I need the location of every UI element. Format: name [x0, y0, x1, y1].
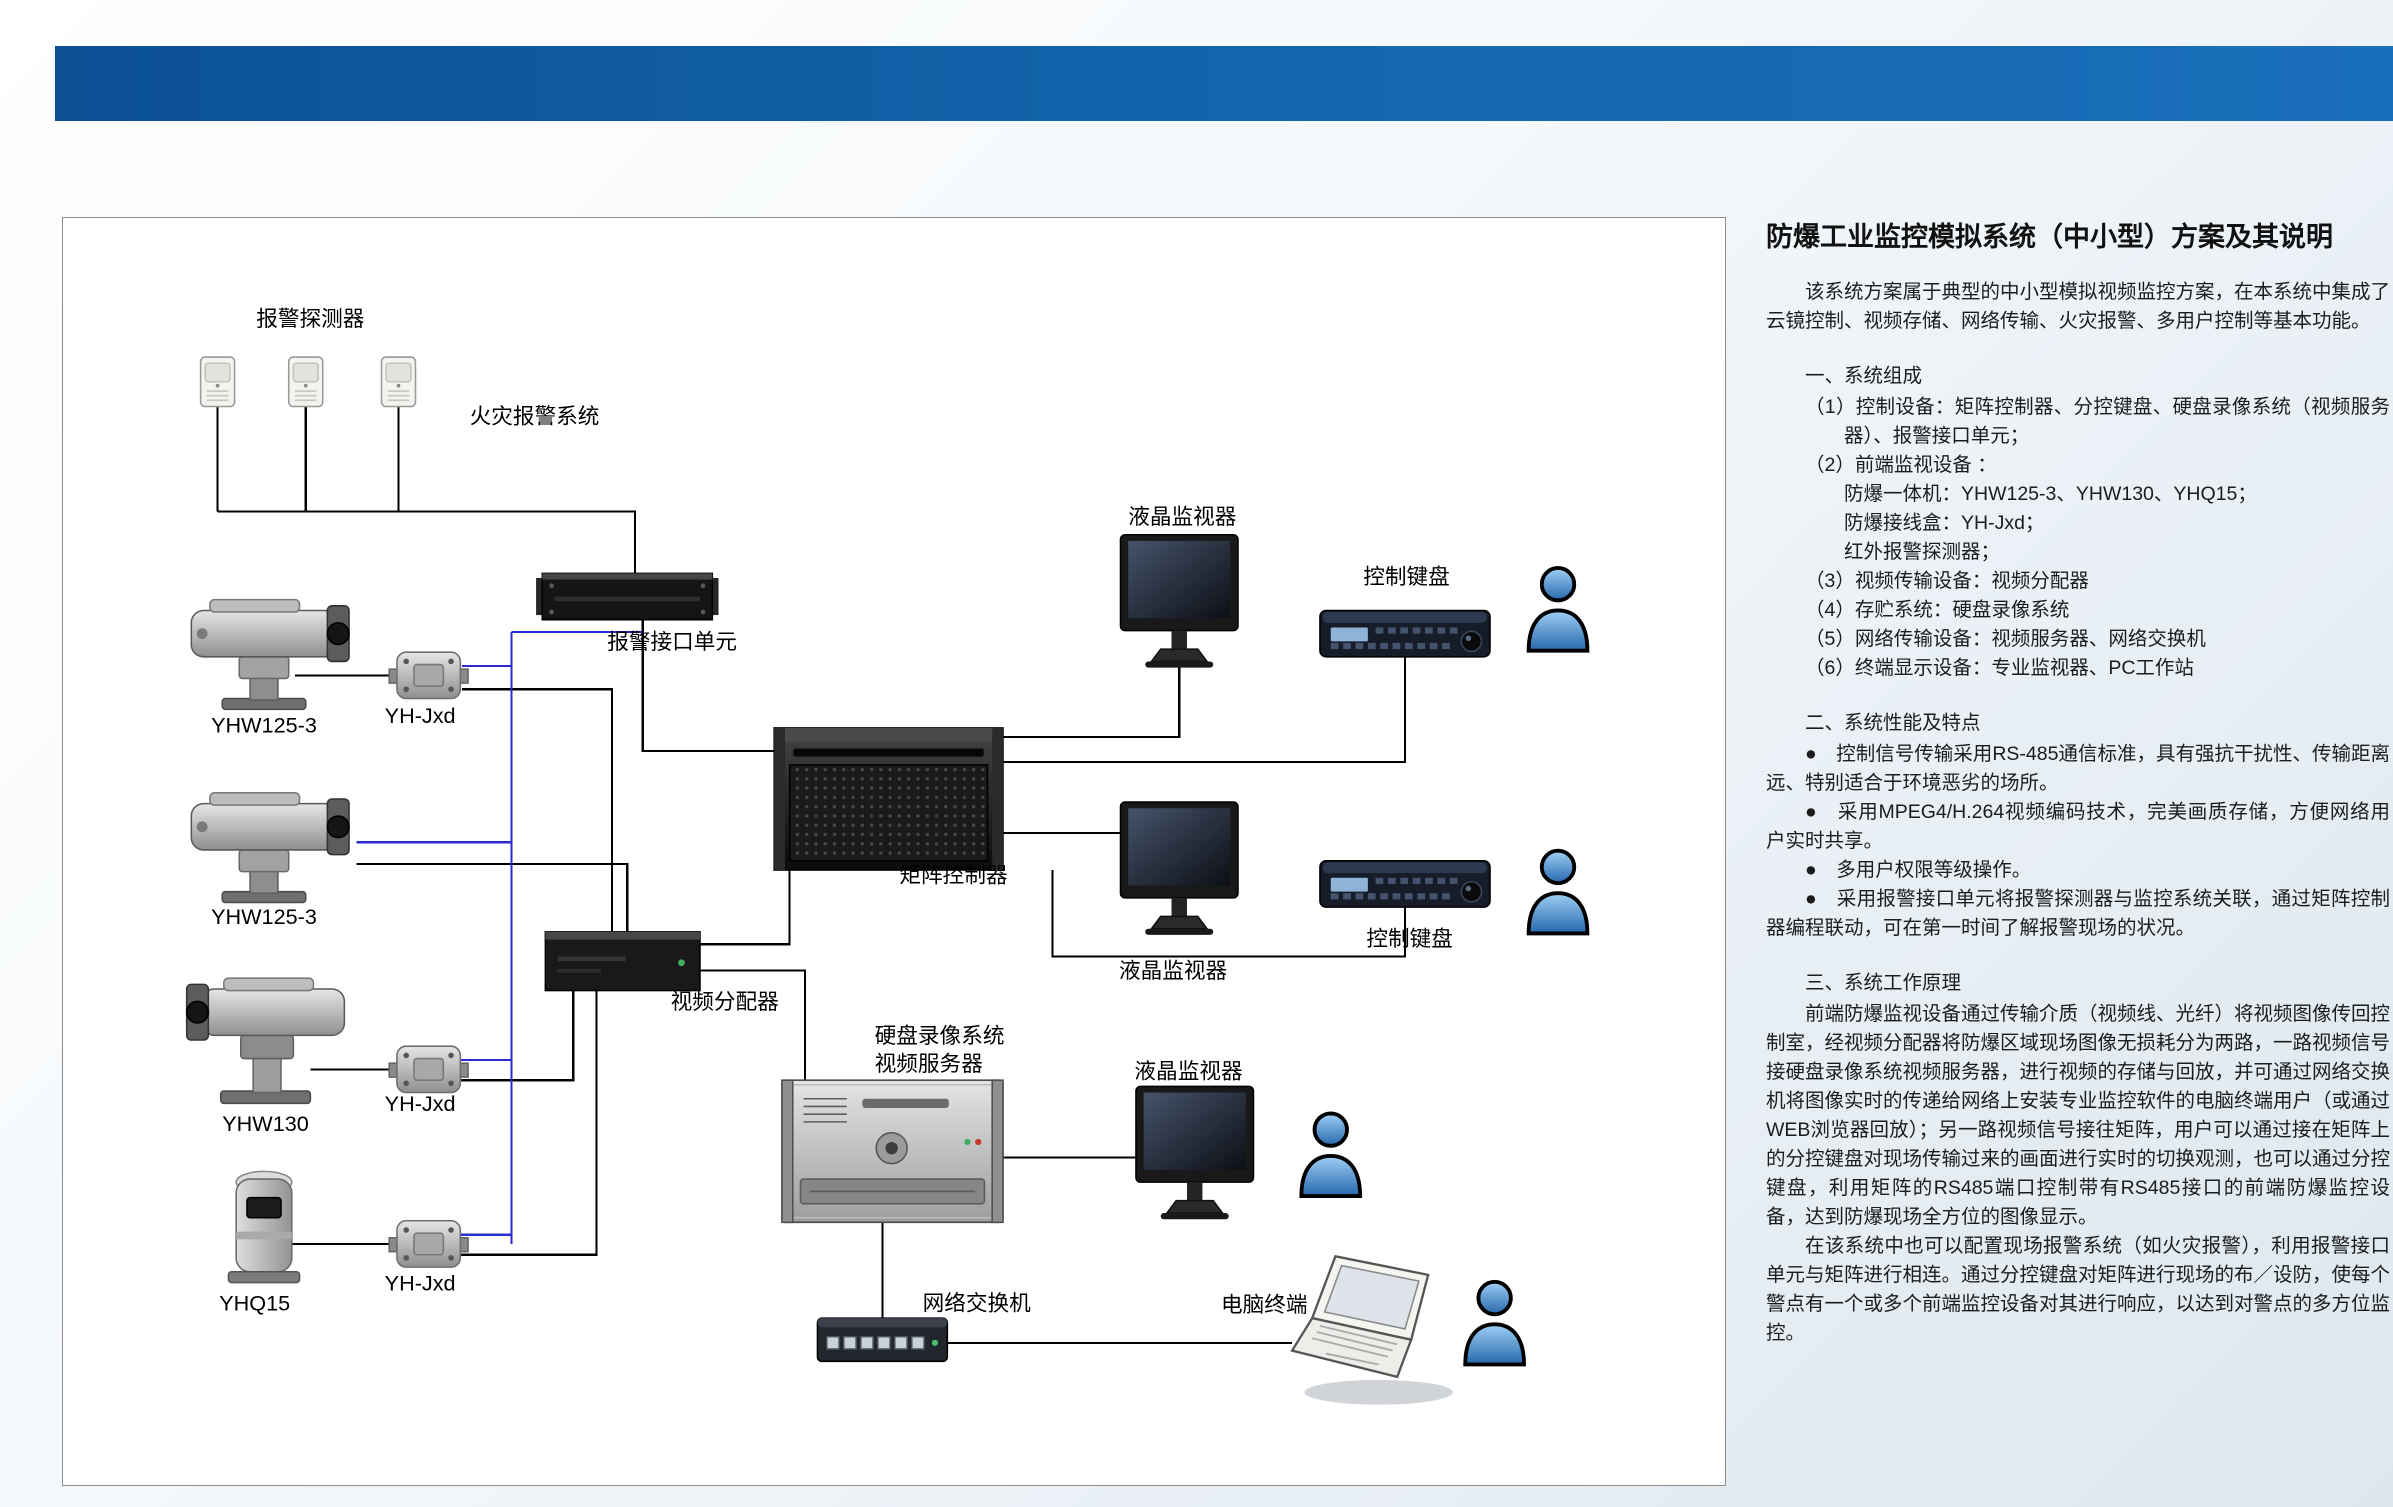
alarm-detector-label: 报警探测器: [256, 306, 365, 331]
alarm-detector-device: [380, 356, 417, 408]
user-icon: [1463, 1279, 1526, 1367]
ptz-camera-yhw125-device: [190, 598, 350, 711]
component-subitem: 红外报警探测器；: [1844, 541, 2001, 563]
video-distributor-device: [544, 931, 701, 992]
wire: [1051, 870, 1407, 958]
wire: [1002, 656, 1407, 763]
user-icon: [1526, 566, 1590, 653]
section3-heading: 三、系统工作原理: [1805, 972, 1962, 994]
dvr-system-label: 硬盘录像系统: [875, 1023, 1005, 1048]
alarm-detector-device: [199, 356, 236, 408]
keyboard1-label: 控制键盘: [1363, 564, 1450, 589]
component-item: （6）终端显示设备：专业监视器、PC工作站: [1805, 657, 2194, 679]
fire-alarm-system-label: 火灾报警系统: [470, 404, 600, 429]
principle-paragraph: 前端防爆监视设备通过传输介质（视频线、光纤）将视频图像传回控制室，经视频分配器将…: [1766, 1003, 2391, 1228]
page-title: 防爆工业监控模拟系统（中小型）方案及其说明: [1766, 222, 2333, 252]
video-signal-lines: [216, 406, 1407, 1344]
jbox1-model-label: YH-Jxd: [385, 703, 456, 728]
pc-terminal-label: 电脑终端: [1221, 1292, 1308, 1317]
alarm-detector-device: [287, 356, 324, 408]
user-icon: [1299, 1111, 1363, 1198]
diagram-panel: 报警探测器 火灾报警系统 报警接口单元 YHW125-3 YH-Jxd YHW1…: [62, 217, 1726, 1486]
ptz-camera-yhw130-device: [185, 977, 346, 1105]
feature-bullet: ● 采用MPEG4/H.264视频编码技术，完美画质存储，方便网络用户实时共享。: [1766, 801, 2390, 852]
wire: [461, 688, 613, 932]
system-diagram: 报警探测器 火灾报警系统 报警接口单元 YHW125-3 YH-Jxd YHW1…: [185, 306, 1590, 1406]
lcd-monitor-device: [1135, 1085, 1255, 1221]
feature-bullet: ● 多用户权限等级操作。: [1805, 859, 2032, 881]
wire: [457, 990, 598, 1256]
component-subitem: 防爆接线盒：YH-Jxd；: [1844, 512, 2045, 534]
component-item: （2）前端监视设备 ：: [1805, 454, 1997, 476]
top-banner: [55, 46, 2393, 121]
laptop-device: [1290, 1255, 1455, 1406]
rs485-control-lines: [356, 631, 643, 1244]
junction-box-device: [388, 651, 469, 700]
component-subitem: 防爆一体机：YHW125-3、YHW130、YHQ15；: [1844, 483, 2257, 505]
network-switch-device: [816, 1317, 949, 1363]
wire: [699, 969, 807, 1081]
keyboard2-label: 控制键盘: [1366, 926, 1453, 951]
wire: [699, 870, 791, 946]
section-principle: 三、系统工作原理 前端防爆监视设备通过传输介质（视频线、光纤）将视频图像传回控制…: [1766, 969, 2390, 1348]
matrix-controller-label: 矩阵控制器: [899, 862, 1008, 887]
component-item: （5）网络传输设备：视频服务器、网络交换机: [1805, 628, 2206, 650]
alarm-interface-unit-label: 报警接口单元: [607, 629, 737, 654]
intro-paragraph: 该系统方案属于典型的中小型模拟视频监控方案，在本系统中集成了云镜控制、视频存储、…: [1766, 281, 2391, 332]
video-server-device: [781, 1079, 1004, 1224]
lcd-monitor-device: [1119, 801, 1239, 936]
article-panel: 防爆工业监控模拟系统（中小型）方案及其说明 该系统方案属于典型的中小型模拟视频监…: [1766, 220, 2390, 1374]
monitor1-label: 液晶监视器: [1128, 504, 1237, 529]
video-server-label: 视频服务器: [875, 1051, 984, 1076]
control-keyboard-device: [1319, 609, 1491, 658]
video-distributor-label: 视频分配器: [671, 989, 780, 1014]
section-features: 二、系统性能及特点 ● 控制信号传输采用RS-485通信标准，具有强抗干扰性、传…: [1766, 709, 2390, 943]
junction-box-device: [388, 1220, 469, 1268]
ptz-camera-yhw125-device: [190, 792, 350, 904]
control-keyboard-device: [1319, 859, 1491, 908]
network-switch-label: 网络交换机: [923, 1290, 1032, 1315]
alarm-interface-unit-device: [536, 572, 719, 621]
section1-heading: 一、系统组成: [1805, 365, 1923, 387]
fixed-camera-yhq15-device: [227, 1170, 301, 1284]
monitor2-label: 液晶监视器: [1119, 958, 1228, 983]
feature-bullet: ● 控制信号传输采用RS-485通信标准，具有强抗干扰性、传输距离远、特别适合于…: [1766, 743, 2390, 794]
user-icon: [1526, 848, 1590, 936]
wire: [356, 862, 629, 932]
section2-heading: 二、系统性能及特点: [1805, 712, 1981, 734]
feature-bullet: ● 采用报警接口单元将报警探测器与监控系统关联，通过矩阵控制器编程联动，可在第一…: [1766, 888, 2390, 939]
jbox3-model-label: YH-Jxd: [385, 1270, 456, 1295]
matrix-controller-device: [773, 727, 1004, 871]
wire: [1002, 664, 1181, 739]
camera3-model-label: YHW130: [222, 1111, 309, 1136]
component-item: （3）视频传输设备：视频分配器: [1805, 570, 2089, 592]
camera2-model-label: YHW125-3: [211, 904, 317, 929]
junction-box-device: [388, 1045, 469, 1094]
principle-paragraph: 在该系统中也可以配置现场报警系统（如火灾报警），利用报警接口单元与矩阵进行相连。…: [1766, 1235, 2391, 1344]
wire: [457, 990, 575, 1082]
camera1-model-label: YHW125-3: [211, 713, 317, 738]
lcd-monitor-device: [1119, 533, 1239, 669]
jbox2-model-label: YH-Jxd: [385, 1091, 456, 1116]
wire: [217, 510, 637, 574]
monitor3-label: 液晶监视器: [1134, 1059, 1243, 1084]
camera4-model-label: YHQ15: [219, 1290, 290, 1315]
component-item: （4）存贮系统：硬盘录像系统: [1805, 599, 2070, 621]
component-item: （1）控制设备：矩阵控制器、分控键盘、硬盘录像系统（视频服务器）、报警接口单元；: [1805, 396, 2390, 447]
section-composition: 一、系统组成 （1）控制设备：矩阵控制器、分控键盘、硬盘录像系统（视频服务器）、…: [1766, 362, 2390, 683]
wire: [641, 619, 775, 753]
